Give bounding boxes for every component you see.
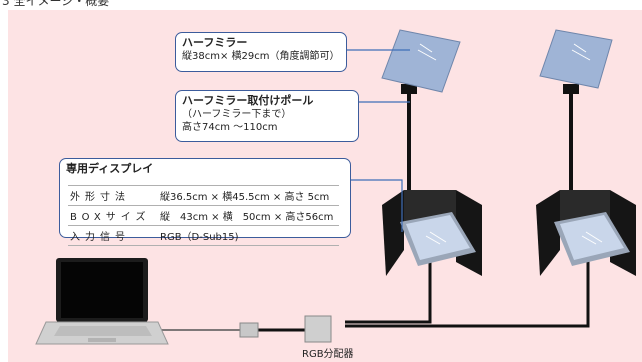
pole-range-note: （ハーフミラー下まで） — [182, 109, 292, 120]
half-mirror-right — [539, 29, 613, 89]
callout-pole: ハーフミラー取付けポール （ハーフミラー下まで） 高さ74cm ～110cm — [175, 90, 359, 142]
half-mirror-title: ハーフミラー — [182, 36, 248, 49]
spec-value: 縦36.5cm × 横45.5cm × 高さ 5cm — [158, 185, 340, 206]
display-box-left — [382, 190, 482, 276]
half-mirror-left — [381, 29, 461, 93]
leader-display — [350, 179, 403, 232]
section-header: 3 全イメージ・概要 — [0, 0, 642, 10]
rgb-splitter — [304, 315, 332, 343]
half-mirror-size: 縦38cm× 横29cm（角度調節可） — [182, 51, 340, 62]
callout-display: 専用ディスプレイ 外形寸法 縦36.5cm × 横45.5cm × 高さ 5cm… — [59, 158, 351, 246]
pole-right — [563, 84, 579, 204]
spec-key: 入力信号 — [68, 225, 158, 246]
cable-to-right-display — [345, 240, 590, 328]
spec-key: 外形寸法 — [68, 185, 158, 206]
spec-value: 縦 43cm × 横 50cm × 高さ56cm — [158, 205, 340, 226]
cables — [150, 240, 590, 332]
pole-left — [401, 84, 417, 204]
section-header-text: 3 全イメージ・概要 — [2, 0, 110, 8]
display-box-right — [536, 190, 636, 276]
cable-to-left-display — [345, 240, 432, 324]
laptop — [35, 258, 169, 345]
rgb-splitter-label: RGB分配器 — [302, 349, 354, 360]
display-spec-table: 外形寸法 縦36.5cm × 横45.5cm × 高さ 5cm BOXサイズ 縦… — [68, 185, 340, 246]
table-row: BOXサイズ 縦 43cm × 横 50cm × 高さ56cm — [68, 205, 340, 226]
leader-lines — [346, 49, 410, 232]
callout-half-mirror: ハーフミラー 縦38cm× 横29cm（角度調節可） — [175, 32, 347, 72]
table-row: 外形寸法 縦36.5cm × 横45.5cm × 高さ 5cm — [68, 185, 340, 206]
spec-key: BOXサイズ — [68, 205, 158, 226]
cable-adapter — [239, 322, 259, 338]
display-title: 専用ディスプレイ — [66, 162, 154, 175]
pole-height: 高さ74cm ～110cm — [182, 122, 278, 133]
pole-title: ハーフミラー取付けポール — [182, 94, 314, 107]
table-row: 入力信号 RGB（D-Sub15) — [68, 225, 340, 246]
spec-value: RGB（D-Sub15) — [158, 225, 340, 246]
